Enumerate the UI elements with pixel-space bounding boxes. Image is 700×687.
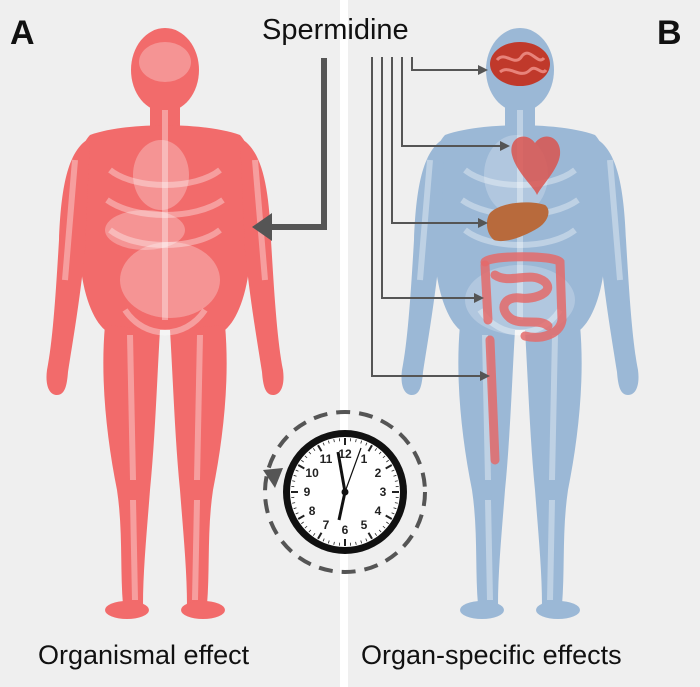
clock-tick bbox=[378, 529, 382, 533]
clock-tick bbox=[304, 455, 308, 459]
clock-tick bbox=[297, 464, 305, 470]
clock-tick bbox=[386, 521, 389, 525]
clock-number: 11 bbox=[320, 452, 333, 466]
clock-number: 4 bbox=[375, 504, 382, 518]
clock-tick bbox=[393, 507, 397, 510]
clock-number: 12 bbox=[338, 447, 352, 461]
organ-brain bbox=[490, 42, 550, 86]
clock-tick bbox=[293, 474, 297, 477]
panel-divider bbox=[340, 0, 348, 687]
clock-center bbox=[341, 488, 349, 496]
clock-tick bbox=[385, 514, 393, 520]
clock-tick bbox=[292, 502, 296, 504]
human-figure-red bbox=[46, 28, 284, 619]
organ-liver bbox=[486, 202, 549, 242]
clock-tick bbox=[386, 459, 389, 463]
panel-a-caption: Organismal effect bbox=[38, 640, 250, 670]
clock-tick bbox=[382, 455, 386, 459]
clock-tick bbox=[301, 459, 304, 463]
clock-number: 5 bbox=[361, 518, 368, 532]
clock-tick bbox=[365, 538, 368, 542]
clock-tick bbox=[367, 532, 373, 540]
clock-tick bbox=[292, 480, 296, 482]
clock-tick bbox=[297, 514, 305, 520]
clock-tick bbox=[355, 541, 357, 545]
clock-tick bbox=[312, 533, 316, 536]
clock-tick bbox=[295, 512, 299, 515]
arrow-to-brain bbox=[411, 57, 488, 75]
clock-number: 6 bbox=[342, 523, 349, 537]
clock-tick bbox=[393, 474, 397, 477]
clock-number: 2 bbox=[375, 466, 382, 480]
clock-tick bbox=[304, 525, 308, 529]
clock-tick bbox=[327, 440, 330, 444]
clock-tick bbox=[327, 540, 330, 544]
arrow-to-liver bbox=[391, 57, 488, 228]
clock-tick bbox=[333, 439, 335, 443]
arrow-to-intestine bbox=[381, 57, 484, 303]
clock-tick bbox=[333, 541, 335, 545]
panel-b-caption: Organ-specific effects bbox=[361, 640, 622, 670]
clock-tick bbox=[355, 439, 357, 443]
clock-tick bbox=[360, 540, 363, 544]
clock-tick bbox=[301, 521, 304, 525]
clock-tick bbox=[391, 512, 395, 515]
clock-tick bbox=[365, 442, 368, 446]
clock-number: 10 bbox=[305, 466, 319, 480]
clock-second-hand bbox=[344, 447, 362, 493]
clock-hour-hand bbox=[336, 451, 347, 493]
clock-tick bbox=[385, 464, 393, 470]
arrow-organismal bbox=[252, 58, 327, 241]
clock-number: 1 bbox=[361, 452, 368, 466]
clock-tick bbox=[360, 440, 363, 444]
arrow-to-muscle bbox=[371, 57, 490, 381]
clock-tick bbox=[374, 533, 378, 536]
clock-tick bbox=[322, 442, 325, 446]
clock-tick bbox=[317, 444, 323, 452]
organ-intestine bbox=[480, 252, 567, 465]
clock-number: 9 bbox=[304, 485, 311, 499]
clock-tick bbox=[374, 448, 378, 451]
clock-tick bbox=[317, 532, 323, 540]
clock-tick bbox=[394, 502, 398, 504]
clock-tick bbox=[293, 507, 297, 510]
cycle-arrow-head bbox=[263, 468, 283, 488]
clock-number: 3 bbox=[380, 485, 387, 499]
clock-tick bbox=[308, 529, 312, 533]
figure-title: Spermidine bbox=[262, 14, 409, 46]
clock-tick bbox=[367, 444, 373, 452]
clock-tick bbox=[312, 448, 316, 451]
panel-b-letter: B bbox=[657, 14, 682, 52]
arrows-organ-specific bbox=[371, 57, 510, 381]
panel-a-letter: A bbox=[10, 14, 35, 52]
dashed-cycle-ring bbox=[263, 410, 427, 574]
clock-number: 7 bbox=[323, 518, 330, 532]
clock-minute-hand bbox=[337, 491, 347, 521]
clock-tick bbox=[295, 469, 299, 472]
clock-tick bbox=[394, 480, 398, 482]
arrow-to-heart bbox=[401, 57, 510, 151]
clock-tick bbox=[378, 451, 382, 455]
organ-heart bbox=[511, 136, 561, 195]
clock-tick bbox=[308, 451, 312, 455]
clock-number: 8 bbox=[309, 504, 316, 518]
clock-tick bbox=[382, 525, 386, 529]
clock-tick bbox=[322, 538, 325, 542]
clock-tick bbox=[391, 469, 395, 472]
